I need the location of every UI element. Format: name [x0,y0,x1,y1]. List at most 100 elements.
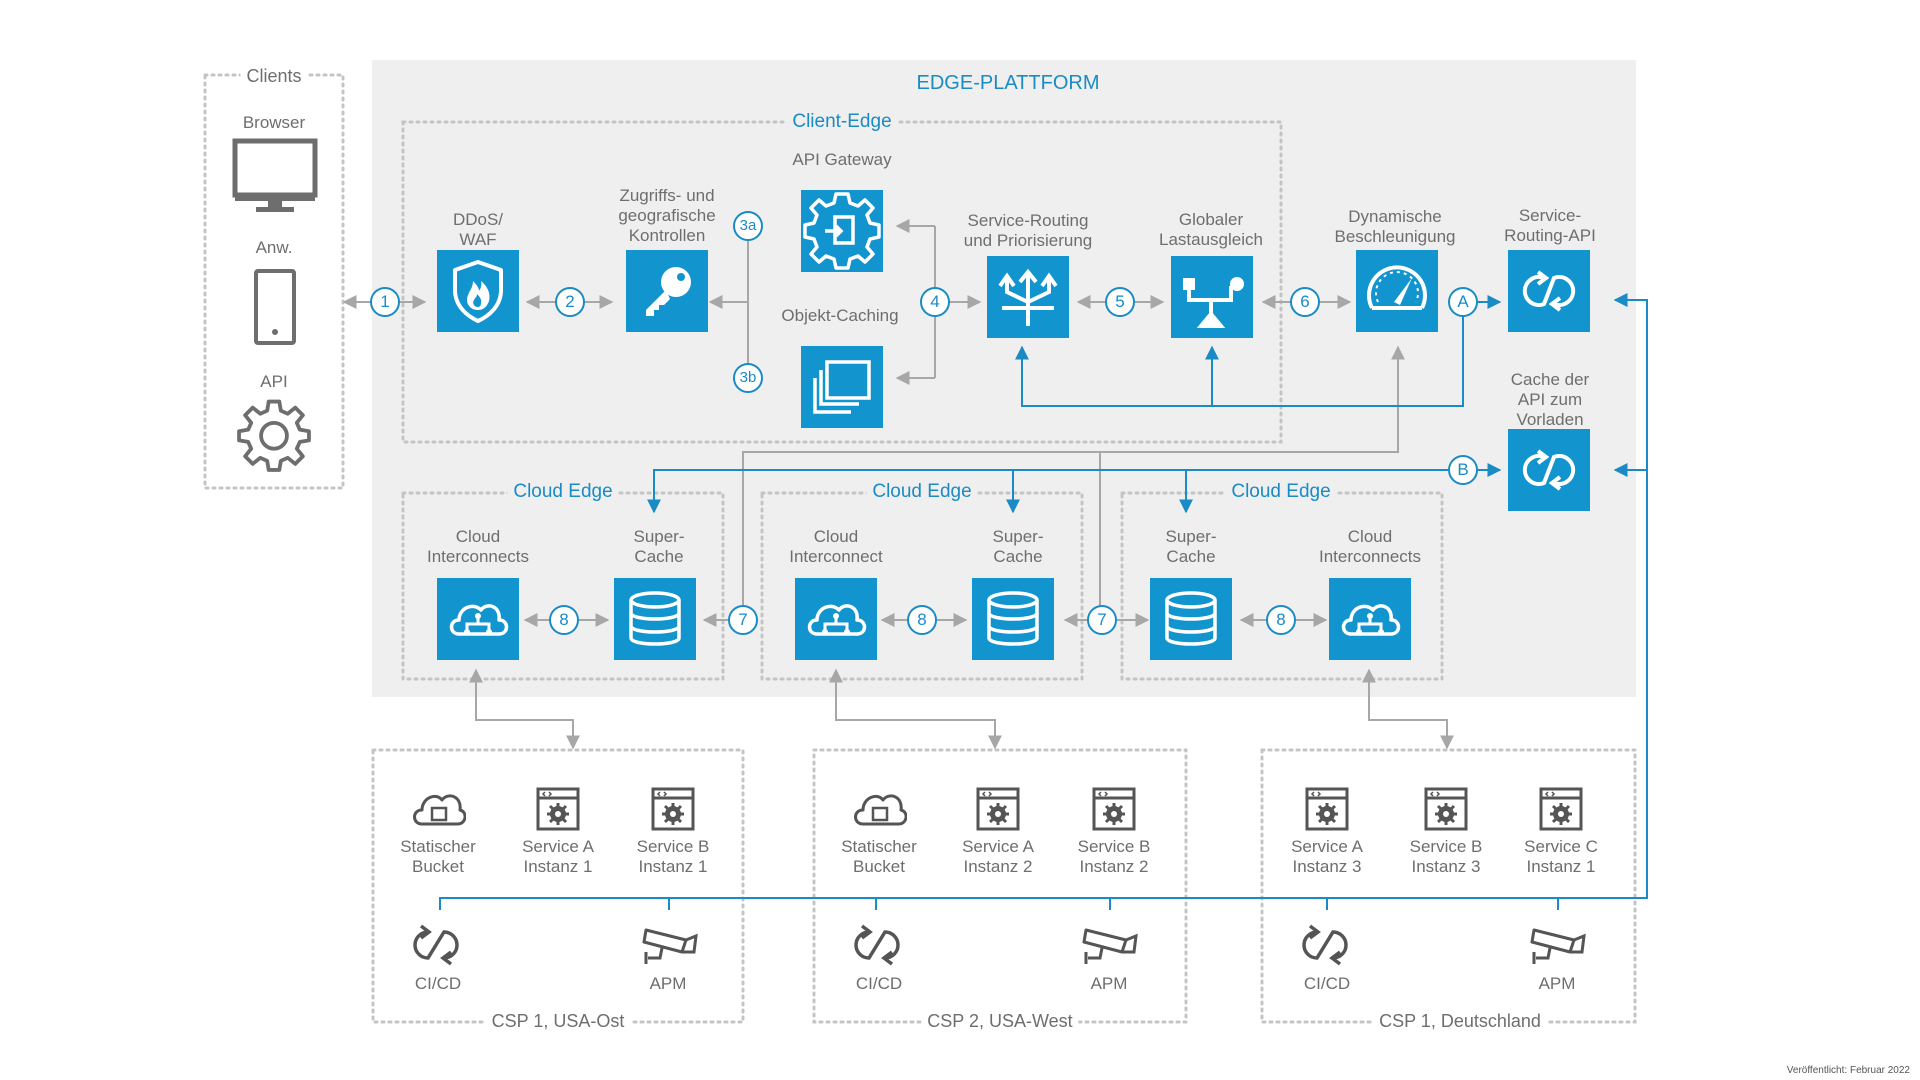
ci-cd-loop-icon [1302,924,1348,966]
dynamic-acceleration-label: Dynamische Beschleunigung [1334,207,1456,246]
mobile-phone-icon [254,269,296,345]
csp-2-item-2-label: Service A Instanz 2 [962,837,1034,876]
step-badge-7: 7 [1087,605,1117,635]
step-badge-3b: 3b [733,363,763,393]
step-badge-5: 5 [1105,287,1135,317]
cloud-edge-2-right-label: Super- Cache [992,527,1044,566]
service-window-gear-icon [976,787,1020,831]
step-badge-6: 6 [1290,287,1320,317]
dynamic-acceleration-tile [1356,250,1438,332]
csp-3-item-1-label: Service A Instanz 3 [1291,837,1363,876]
cloud-network-icon [807,604,867,636]
super-cache-tile-3 [1150,578,1232,660]
sync-loop-icon [1522,270,1576,312]
api-gateway-label: API Gateway [792,150,892,169]
connector-B-distribution [647,469,1463,514]
step-badge-3a: 3a [733,211,763,241]
super-cache-tile-1 [614,578,696,660]
csp-2-item-3-label: Service B Instanz 2 [1077,837,1151,876]
service-window-gear-icon [1424,787,1468,831]
ci-cd-loop-icon [413,924,459,966]
csp-1-item-2-label: Service A Instanz 1 [522,837,594,876]
apm-camera-icon [642,928,698,964]
csp-2-apm-label: APM [1090,974,1128,993]
csp-1-item-1-label: Statischer Bucket [400,837,476,876]
step-badge-2: 2 [555,287,585,317]
csp-2-title: CSP 2, USA-West [921,1011,1079,1031]
csp-1-title: CSP 1, USA-Ost [485,1011,631,1031]
service-window-gear-icon [1305,787,1349,831]
cloud-interconnect-tile-3 [1329,578,1411,660]
step-badge-4: 4 [920,287,950,317]
client-edge-box [401,120,1283,444]
csp-2-item-1-label: Statischer Bucket [841,837,917,876]
apm-camera-icon [1082,928,1138,964]
cloud-edge-1-right-label: Super- Cache [633,527,685,566]
global-lb-label: Globaler Lastausgleich [1159,210,1263,249]
csp-1-ci-label: CI/CD [414,974,462,993]
cloud-edge-2-title: Cloud Edge [866,481,978,503]
cloud-edge-3-title: Cloud Edge [1225,481,1337,503]
api-cache-tile [1508,429,1590,511]
csp-1-apm-label: APM [649,974,687,993]
cloud-interconnect-tile-2 [795,578,877,660]
stacked-windows-icon [813,360,871,414]
step-badge-A: A [1448,287,1478,317]
ddos-label: DDoS/ WAF [452,210,504,249]
ddos-waf-tile [437,250,519,332]
step-badge-8: 8 [1266,605,1296,635]
connector-csp-3 [1362,668,1454,750]
cloud-edge-3-right-label: Cloud Interconnects [1318,527,1422,566]
cloud-network-icon [449,604,509,636]
step-badge-7: 7 [728,605,758,635]
service-window-gear-icon [1539,787,1583,831]
step-badge-B: B [1448,455,1478,485]
static-bucket-cloud-icon [413,794,466,826]
cloud-edge-1-title: Cloud Edge [507,481,619,503]
clients-title: Clients [240,66,308,86]
connector-csp-1 [469,668,580,750]
sync-loop-icon [1522,449,1576,491]
cloud-edge-3-left-label: Super- Cache [1165,527,1217,566]
csp-3-item-3-label: Service C Instanz 1 [1524,837,1598,876]
balance-icon [1183,277,1244,328]
static-bucket-cloud-icon [854,794,907,826]
service-routing-tile [987,256,1069,338]
cloud-interconnect-tile-1 [437,578,519,660]
cloud-network-icon [1341,604,1401,636]
access-control-label: Zugriffs- und geografische Kontrollen [618,186,716,245]
database-icon [629,591,681,646]
cloud-edge-1-left-label: Cloud Interconnects [426,527,530,566]
super-cache-tile-2 [972,578,1054,660]
connector-csp-2 [829,668,1002,750]
step-badge-1: 1 [370,287,400,317]
service-window-gear-icon [536,787,580,831]
api-gear-icon [237,399,311,472]
bus-drops [668,898,1559,910]
client-edge-title: Client-Edge [786,111,898,133]
apm-camera-icon [1530,928,1586,964]
database-icon [1165,591,1217,646]
csp-3-title: CSP 1, Deutschland [1373,1011,1547,1031]
gateway-gear-icon [803,192,881,270]
csp-3-apm-label: APM [1538,974,1576,993]
step-badge-8: 8 [907,605,937,635]
csp-3-item-2-label: Service B Instanz 3 [1409,837,1483,876]
api-gateway-tile [801,190,883,272]
csp-1-item-3-label: Service B Instanz 1 [636,837,710,876]
access-control-tile [626,250,708,332]
publication-footnote: Veröffentlicht: Februar 2022 [1786,1065,1910,1076]
service-window-gear-icon [1092,787,1136,831]
service-routing-label: Service-Routing und Priorisierung [963,211,1093,250]
routing-arrows-icon [998,268,1058,326]
csp-2-ci-label: CI/CD [855,974,903,993]
service-routing-api-tile [1508,250,1590,332]
step-badge-8: 8 [549,605,579,635]
csp-3-ci-label: CI/CD [1303,974,1351,993]
clients-browser-label: Browser [242,113,306,132]
object-caching-tile [801,346,883,428]
monitor-icon [232,138,318,212]
ci-cd-loop-icon [854,924,900,966]
connector-A-feedback [1015,302,1464,407]
clients-app-label: Anw. [255,238,293,257]
